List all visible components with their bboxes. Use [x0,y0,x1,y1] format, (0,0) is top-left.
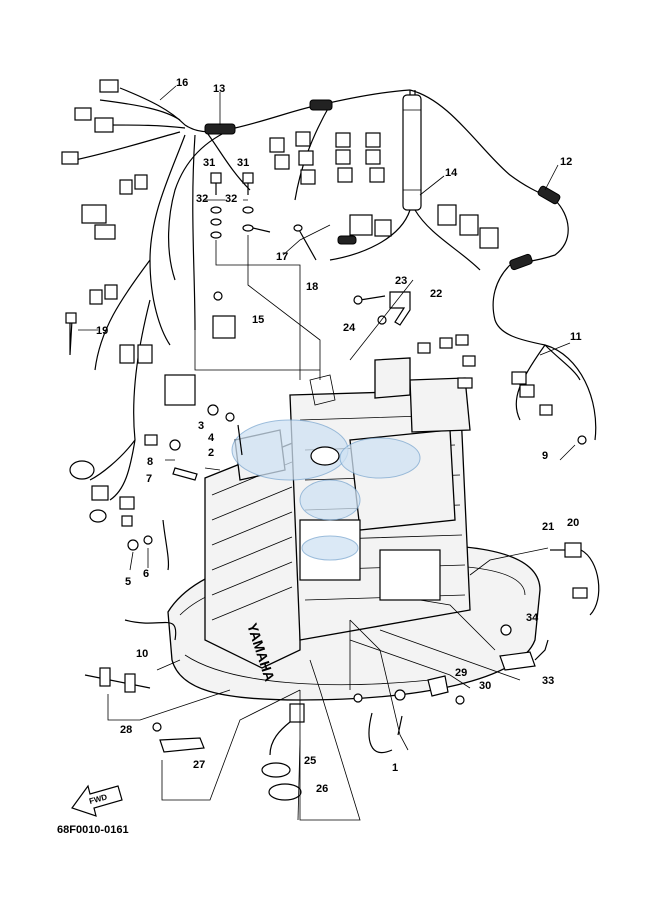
screw-18-head [293,224,303,232]
bolt-3 [207,404,219,416]
callout-3: 3 [198,420,204,432]
cable-tie [69,319,73,356]
bolt-28 [152,722,162,732]
part-20 [564,542,582,558]
screw-18 [297,227,317,261]
bolt-15 [213,291,223,301]
callout-5: 5 [125,576,131,588]
clip-10a [99,667,111,687]
callout-32: 32 [225,193,237,205]
callout-28: 28 [120,724,132,736]
callout-29: 29 [455,667,467,679]
part-7 [172,467,198,481]
wire-25 [269,721,291,756]
callout-15: 15 [252,314,264,326]
connectors-left [69,374,196,527]
callout-9: 9 [542,450,548,462]
callout-6: 6 [143,568,149,580]
callout-27: 27 [193,759,205,771]
callout-33: 33 [542,675,554,687]
clamp-33 [499,651,536,671]
bolt-23-head [353,295,363,305]
callout-34: 34 [526,612,539,624]
flywheel-nut [310,446,340,466]
callout-31: 31 [237,157,249,169]
harness-sleeves [204,94,561,271]
connector-25 [289,703,305,723]
bolt-23 [359,295,386,301]
callout-10: 10 [136,648,148,660]
bolt-34 [500,624,512,636]
callout-25: 25 [304,755,316,767]
bolt-1b [353,693,363,703]
part-9 [577,435,587,445]
bolts-31-32 [210,172,271,239]
part-5 [127,539,139,551]
part-8 [169,439,181,451]
callout-11: 11 [570,331,582,343]
bracket-22 [389,291,411,326]
callout-20: 20 [567,517,579,529]
callout-13: 13 [213,83,225,95]
connector-20 [572,587,588,599]
wire-33 [534,639,549,661]
callout-8: 8 [147,456,153,468]
callout-12: 12 [560,156,572,168]
washer-1 [394,689,406,701]
leader-lines [78,85,576,821]
part-6 [143,535,153,545]
grommet-26 [268,783,302,801]
callout-14: 14 [445,167,458,179]
callout-23: 23 [395,275,407,287]
bracket-27 [159,737,205,753]
callout-31: 31 [203,157,215,169]
cable-20 [580,549,600,616]
connectors-top-left [61,79,153,364]
connectors-14 [269,131,499,249]
cable-6 [162,519,170,571]
grommet-25 [261,762,291,778]
flywheel-highlight [231,419,421,561]
connectors-11 [417,334,553,416]
callout-1: 1 [392,762,398,774]
bracket-15 [212,315,236,339]
callout-24: 24 [343,322,356,334]
cable-tie-head [65,312,77,324]
part-29 [427,675,449,697]
pin-2 [237,424,243,456]
callout-2: 2 [208,447,214,459]
callout-7: 7 [146,473,152,485]
callout-26: 26 [316,783,328,795]
callout-16: 16 [176,77,188,89]
callout-30: 30 [479,680,491,692]
clip-10b [124,673,136,693]
fwd-arrow-icon: FWD [71,784,123,817]
wire-1 [368,712,393,754]
bolt-30 [455,695,465,705]
callout-18: 18 [306,281,318,293]
washer-4 [225,412,235,422]
cable-end [124,619,177,641]
callout-17: 17 [276,251,288,263]
callout-4: 4 [208,432,215,444]
cable-10 [84,674,151,689]
callout-19: 19 [96,325,108,337]
callout-21: 21 [542,521,554,533]
diagram-code: 68F0010-0161 [57,824,129,836]
bolt-1 [397,715,403,736]
callout-32: 32 [196,193,208,205]
callout-22: 22 [430,288,442,300]
